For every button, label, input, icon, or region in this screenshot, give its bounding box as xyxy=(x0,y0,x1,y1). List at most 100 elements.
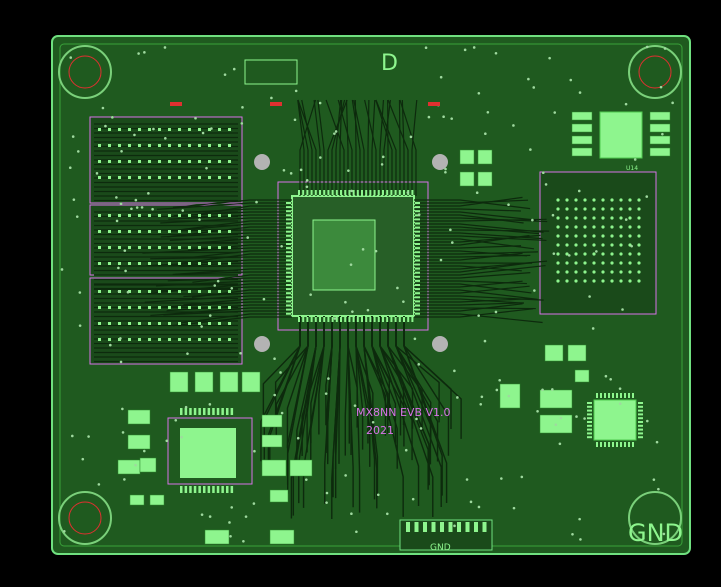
via xyxy=(130,207,133,211)
pad xyxy=(158,246,161,249)
trace xyxy=(414,260,548,270)
via xyxy=(559,416,563,420)
trace xyxy=(414,234,530,246)
pad xyxy=(216,408,220,415)
pad xyxy=(198,176,201,179)
pad xyxy=(180,408,183,415)
via xyxy=(495,388,499,392)
passive-component xyxy=(649,111,671,121)
pad xyxy=(128,214,131,217)
pad xyxy=(218,322,221,325)
pad xyxy=(148,230,151,233)
trace xyxy=(150,256,292,260)
via xyxy=(305,179,309,182)
pad xyxy=(108,144,111,147)
pad xyxy=(415,267,420,270)
pad xyxy=(188,230,191,233)
pad xyxy=(369,190,372,195)
pad xyxy=(178,160,181,163)
via xyxy=(304,478,308,481)
pad xyxy=(228,290,231,293)
pad xyxy=(158,144,161,147)
label-u14: U14 xyxy=(626,165,638,172)
pad xyxy=(118,262,121,265)
pad xyxy=(168,262,171,265)
bga-ball xyxy=(592,243,596,247)
pad xyxy=(118,214,121,217)
via xyxy=(200,513,204,516)
pad xyxy=(335,190,338,195)
bga-ball xyxy=(637,225,641,229)
via xyxy=(208,515,212,518)
via xyxy=(228,521,231,524)
bga-ball xyxy=(556,198,560,202)
pad xyxy=(208,306,211,309)
via xyxy=(117,266,120,270)
pad xyxy=(632,393,634,398)
pad xyxy=(415,271,420,274)
pad xyxy=(98,262,101,265)
pad xyxy=(608,442,610,447)
pad xyxy=(286,296,291,299)
trace xyxy=(414,280,523,288)
via xyxy=(229,535,232,538)
bga-ball xyxy=(619,252,623,256)
bga-ball xyxy=(637,198,641,202)
pad xyxy=(158,160,161,163)
pad xyxy=(168,306,171,309)
via xyxy=(273,357,276,361)
pad xyxy=(138,322,141,325)
mounting-hole-top-left xyxy=(58,45,112,99)
pad xyxy=(198,144,201,147)
pad xyxy=(624,393,626,398)
via xyxy=(327,377,330,380)
pad xyxy=(587,436,592,439)
bga-ball xyxy=(610,225,614,229)
pad xyxy=(198,338,201,341)
bga-ball xyxy=(565,270,569,274)
via xyxy=(63,530,66,533)
bga-ball xyxy=(556,234,560,238)
via xyxy=(244,515,248,518)
trace xyxy=(414,285,530,294)
trace xyxy=(297,99,305,196)
pad xyxy=(638,405,643,408)
via xyxy=(255,200,258,204)
bga-ball xyxy=(637,270,641,274)
via xyxy=(351,310,354,313)
via xyxy=(186,352,189,355)
pad xyxy=(168,160,171,163)
bga-ball xyxy=(619,279,623,283)
pad xyxy=(188,176,191,179)
pad xyxy=(319,190,321,195)
pad xyxy=(198,230,201,233)
via xyxy=(633,158,637,161)
bga-ball xyxy=(574,234,578,238)
passive-component xyxy=(649,135,671,145)
via xyxy=(618,402,622,405)
trace xyxy=(331,99,346,196)
via xyxy=(450,117,453,120)
via xyxy=(575,415,578,418)
pad xyxy=(98,306,101,309)
bga-ball xyxy=(556,252,560,256)
via xyxy=(230,286,234,290)
via xyxy=(208,403,212,406)
pad xyxy=(298,317,300,322)
pad xyxy=(168,246,171,249)
pad xyxy=(361,317,363,322)
ref-marker xyxy=(428,102,440,106)
pad xyxy=(286,226,291,229)
bga-ball xyxy=(583,261,587,265)
connector-pin xyxy=(457,522,461,532)
pad xyxy=(415,259,420,262)
pad xyxy=(158,322,161,325)
pad xyxy=(188,128,191,131)
pad xyxy=(208,338,211,341)
pad xyxy=(302,317,305,322)
via xyxy=(97,483,101,486)
connector-pin xyxy=(423,522,427,532)
qfn-chip-left xyxy=(167,417,253,485)
via xyxy=(595,250,598,253)
via xyxy=(374,249,378,253)
